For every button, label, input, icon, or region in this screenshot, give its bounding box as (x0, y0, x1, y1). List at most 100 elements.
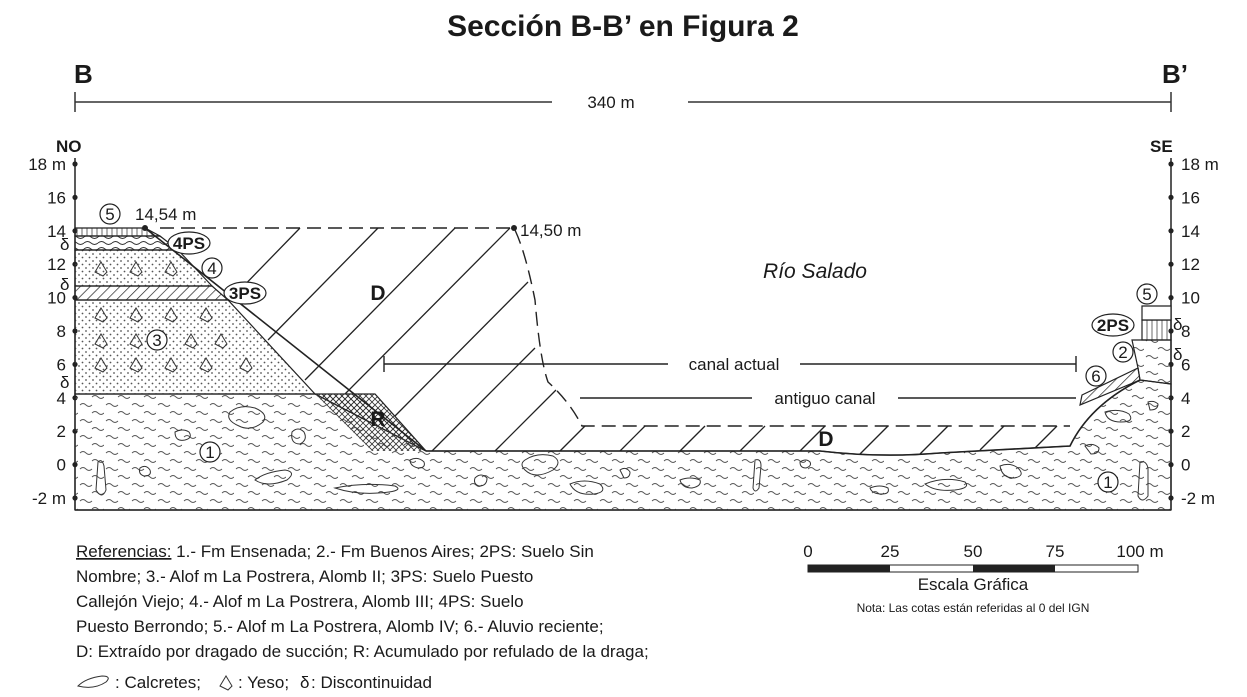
unit-markers: 5 4 4PS 3PS 5 2PS 2 6 (99, 203, 1158, 387)
right-axis-tick-mark (1168, 161, 1174, 167)
unit-1-labels: 1 1 (199, 441, 1119, 493)
unit-4-label: 4 (207, 259, 216, 278)
diagram-title: Sección B-B’ en Figura 2 (447, 10, 799, 43)
legend-discontinuidad: : Discontinuidad (311, 673, 432, 692)
right-axis-tick-label: 0 (1181, 456, 1190, 475)
point-mid-top (511, 225, 517, 231)
references-line-5: D: Extraído por dragado de succión; R: A… (76, 642, 649, 661)
unit-r-refulado-body (315, 394, 426, 451)
right-axis-tick-mark (1168, 194, 1174, 200)
river-label: Río Salado (763, 260, 867, 283)
soil-2ps-band (1141, 319, 1172, 341)
right-axis-tick-mark (1168, 295, 1174, 301)
right-axis-tick-label: 6 (1181, 355, 1190, 374)
channel-bed-profile (426, 379, 1141, 456)
unit-4-la-postrera-iii (74, 249, 214, 287)
legend-delta-symbol: δ (300, 673, 309, 692)
unit-2-label: 2 (1118, 343, 1127, 362)
references-line-2: Nombre; 3.- Alof m La Postrera, Alomb II… (76, 567, 533, 586)
left-axis-tick-label: 8 (57, 322, 66, 341)
left-axis-tick-label: 10 (47, 289, 66, 308)
scale-caption: Escala Gráfica (918, 575, 1029, 594)
left-axis-tick-label: 16 (47, 188, 66, 207)
right-axis-tick-label: 14 (1181, 222, 1200, 241)
right-axis-tick-label: 12 (1181, 255, 1200, 274)
unit-3-la-postrera-ii (74, 299, 317, 395)
canal-actual-label: canal actual (689, 355, 780, 374)
delta-5: δ (1173, 345, 1182, 364)
soil-4ps-band (74, 235, 180, 251)
unit-5-label: 5 (105, 205, 114, 224)
soil-3ps-band (74, 285, 230, 301)
elevation-mid: 14,50 m (520, 221, 581, 240)
references-heading: Referencias: (76, 542, 171, 561)
yeso-legend-icon (219, 675, 233, 691)
calcrete-nodules (95, 400, 1159, 501)
discontinuity-markers: δ δ δ δ δ (60, 235, 1182, 392)
section-start-label: B (74, 59, 93, 89)
scale-bar (807, 564, 1139, 573)
slope-line (144, 227, 427, 452)
right-axis-tick-label: 2 (1181, 422, 1190, 441)
delta-4: δ (1173, 315, 1182, 334)
delta-3: δ (60, 373, 69, 392)
dredged-outline-dashed (160, 227, 1070, 427)
r-label: R (370, 408, 385, 431)
left-axis-tick-label: 0 (57, 456, 66, 475)
calcrete-legend-icon (77, 675, 109, 688)
legend-yeso: : Yeso; (238, 673, 289, 692)
scale-label-0: 0 (803, 542, 812, 561)
left-axis-tick-label: 18 m (28, 155, 66, 174)
delta-2: δ (60, 275, 69, 294)
soil-3ps-label: 3PS (229, 284, 261, 303)
right-axis-tick-mark (1168, 228, 1174, 234)
d-upper-label: D (370, 282, 385, 305)
references-line-3: Callejón Viejo; 4.- Alof m La Postrera, … (76, 592, 524, 611)
soil-4ps-label: 4PS (173, 234, 205, 253)
unit-3-label: 3 (152, 331, 161, 350)
references-block: Referencias: 1.- Fm Ensenada; 2.- Fm Bue… (76, 542, 649, 692)
point-left-top (142, 225, 148, 231)
right-axis-ticks: 18 m 16 14 12 10 8 6 4 2 0 -2 m (1168, 155, 1219, 508)
scale-label-100: 100 m (1116, 542, 1163, 561)
unit-5b-label: 5 (1142, 285, 1151, 304)
right-axis-tick-label: 10 (1181, 289, 1200, 308)
ign-note: Nota: Las cotas están referidas al 0 del… (857, 601, 1090, 615)
section-end-label: B’ (1162, 59, 1188, 89)
left-axis-tick-label: 2 (57, 422, 66, 441)
scale-label-75: 75 (1046, 542, 1065, 561)
antiguo-canal-label: antiguo canal (774, 389, 875, 408)
left-axis-tick-mark (72, 194, 78, 200)
right-axis-tick-label: 8 (1181, 322, 1190, 341)
scale-label-25: 25 (881, 542, 900, 561)
unit-5b-top (1141, 305, 1172, 321)
right-axis-tick-label: 16 (1181, 188, 1200, 207)
right-axis-tick-label: 18 m (1181, 155, 1219, 174)
unit-1-label: 1 (205, 443, 214, 462)
direction-left: NO (56, 137, 82, 156)
right-axis-tick-mark (1168, 261, 1174, 267)
dredged-hatch-lines (229, 227, 1058, 455)
left-axis-tick-label: 12 (47, 255, 66, 274)
references-line-4: Puesto Berrondo; 5.- Alof m La Postrera,… (76, 617, 604, 636)
canal-actual-line (383, 356, 1077, 372)
right-axis-tick-label: 4 (1181, 389, 1190, 408)
left-axis-tick-label: 14 (47, 222, 66, 241)
unit-1b-label: 1 (1103, 473, 1112, 492)
legend-calcretes: : Calcretes; (115, 673, 201, 692)
unit-1-ensenada (74, 379, 1172, 511)
soil-2ps-label: 2PS (1097, 316, 1129, 335)
right-axis-tick-label: -2 m (1181, 489, 1215, 508)
unit-5-la-postrera-iv (74, 227, 161, 237)
distance-line (74, 92, 1172, 112)
scale-label-50: 50 (964, 542, 983, 561)
delta-1: δ (60, 235, 69, 254)
left-axis-tick-mark (72, 161, 78, 167)
references-line-1: Referencias: 1.- Fm Ensenada; 2.- Fm Bue… (76, 542, 594, 561)
left-axis-tick-label: -2 m (32, 489, 66, 508)
distance-label: 340 m (587, 93, 634, 112)
left-axis-tick-label: 6 (57, 355, 66, 374)
unit-6-label: 6 (1091, 367, 1100, 386)
